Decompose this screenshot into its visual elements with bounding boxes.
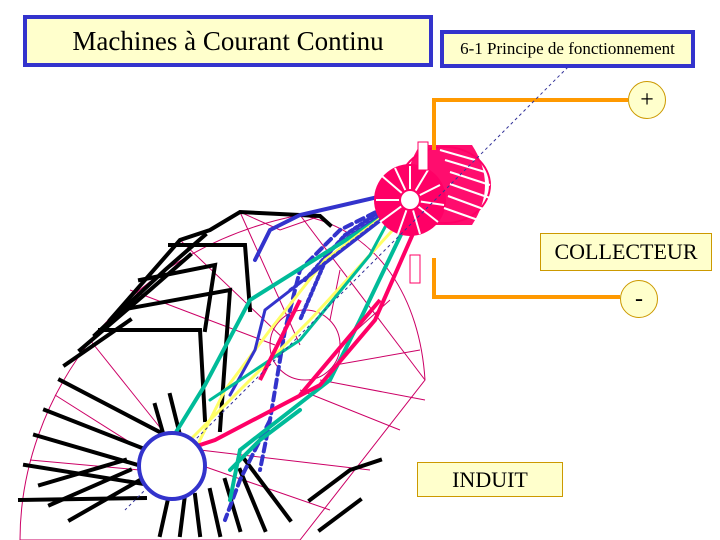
armature-coils-colored xyxy=(163,183,432,522)
lead-wire-minus xyxy=(432,258,620,299)
collecteur-label: COLLECTEUR xyxy=(540,233,712,271)
commutator xyxy=(374,145,491,236)
plus-terminal: + xyxy=(628,81,666,119)
shaft-axis xyxy=(124,49,586,511)
brush-bottom xyxy=(409,254,421,284)
lead-wire-plus xyxy=(432,98,628,150)
shaft xyxy=(137,431,207,501)
armature-coils-red-right xyxy=(258,298,382,397)
minus-terminal: - xyxy=(620,280,658,318)
section-subtitle: 6-1 Principe de fonctionnement xyxy=(440,30,695,68)
induit-label: INDUIT xyxy=(417,462,563,497)
brush-top xyxy=(417,141,429,171)
armature-coils-black xyxy=(17,209,383,538)
page-title: Machines à Courant Continu xyxy=(23,15,433,67)
